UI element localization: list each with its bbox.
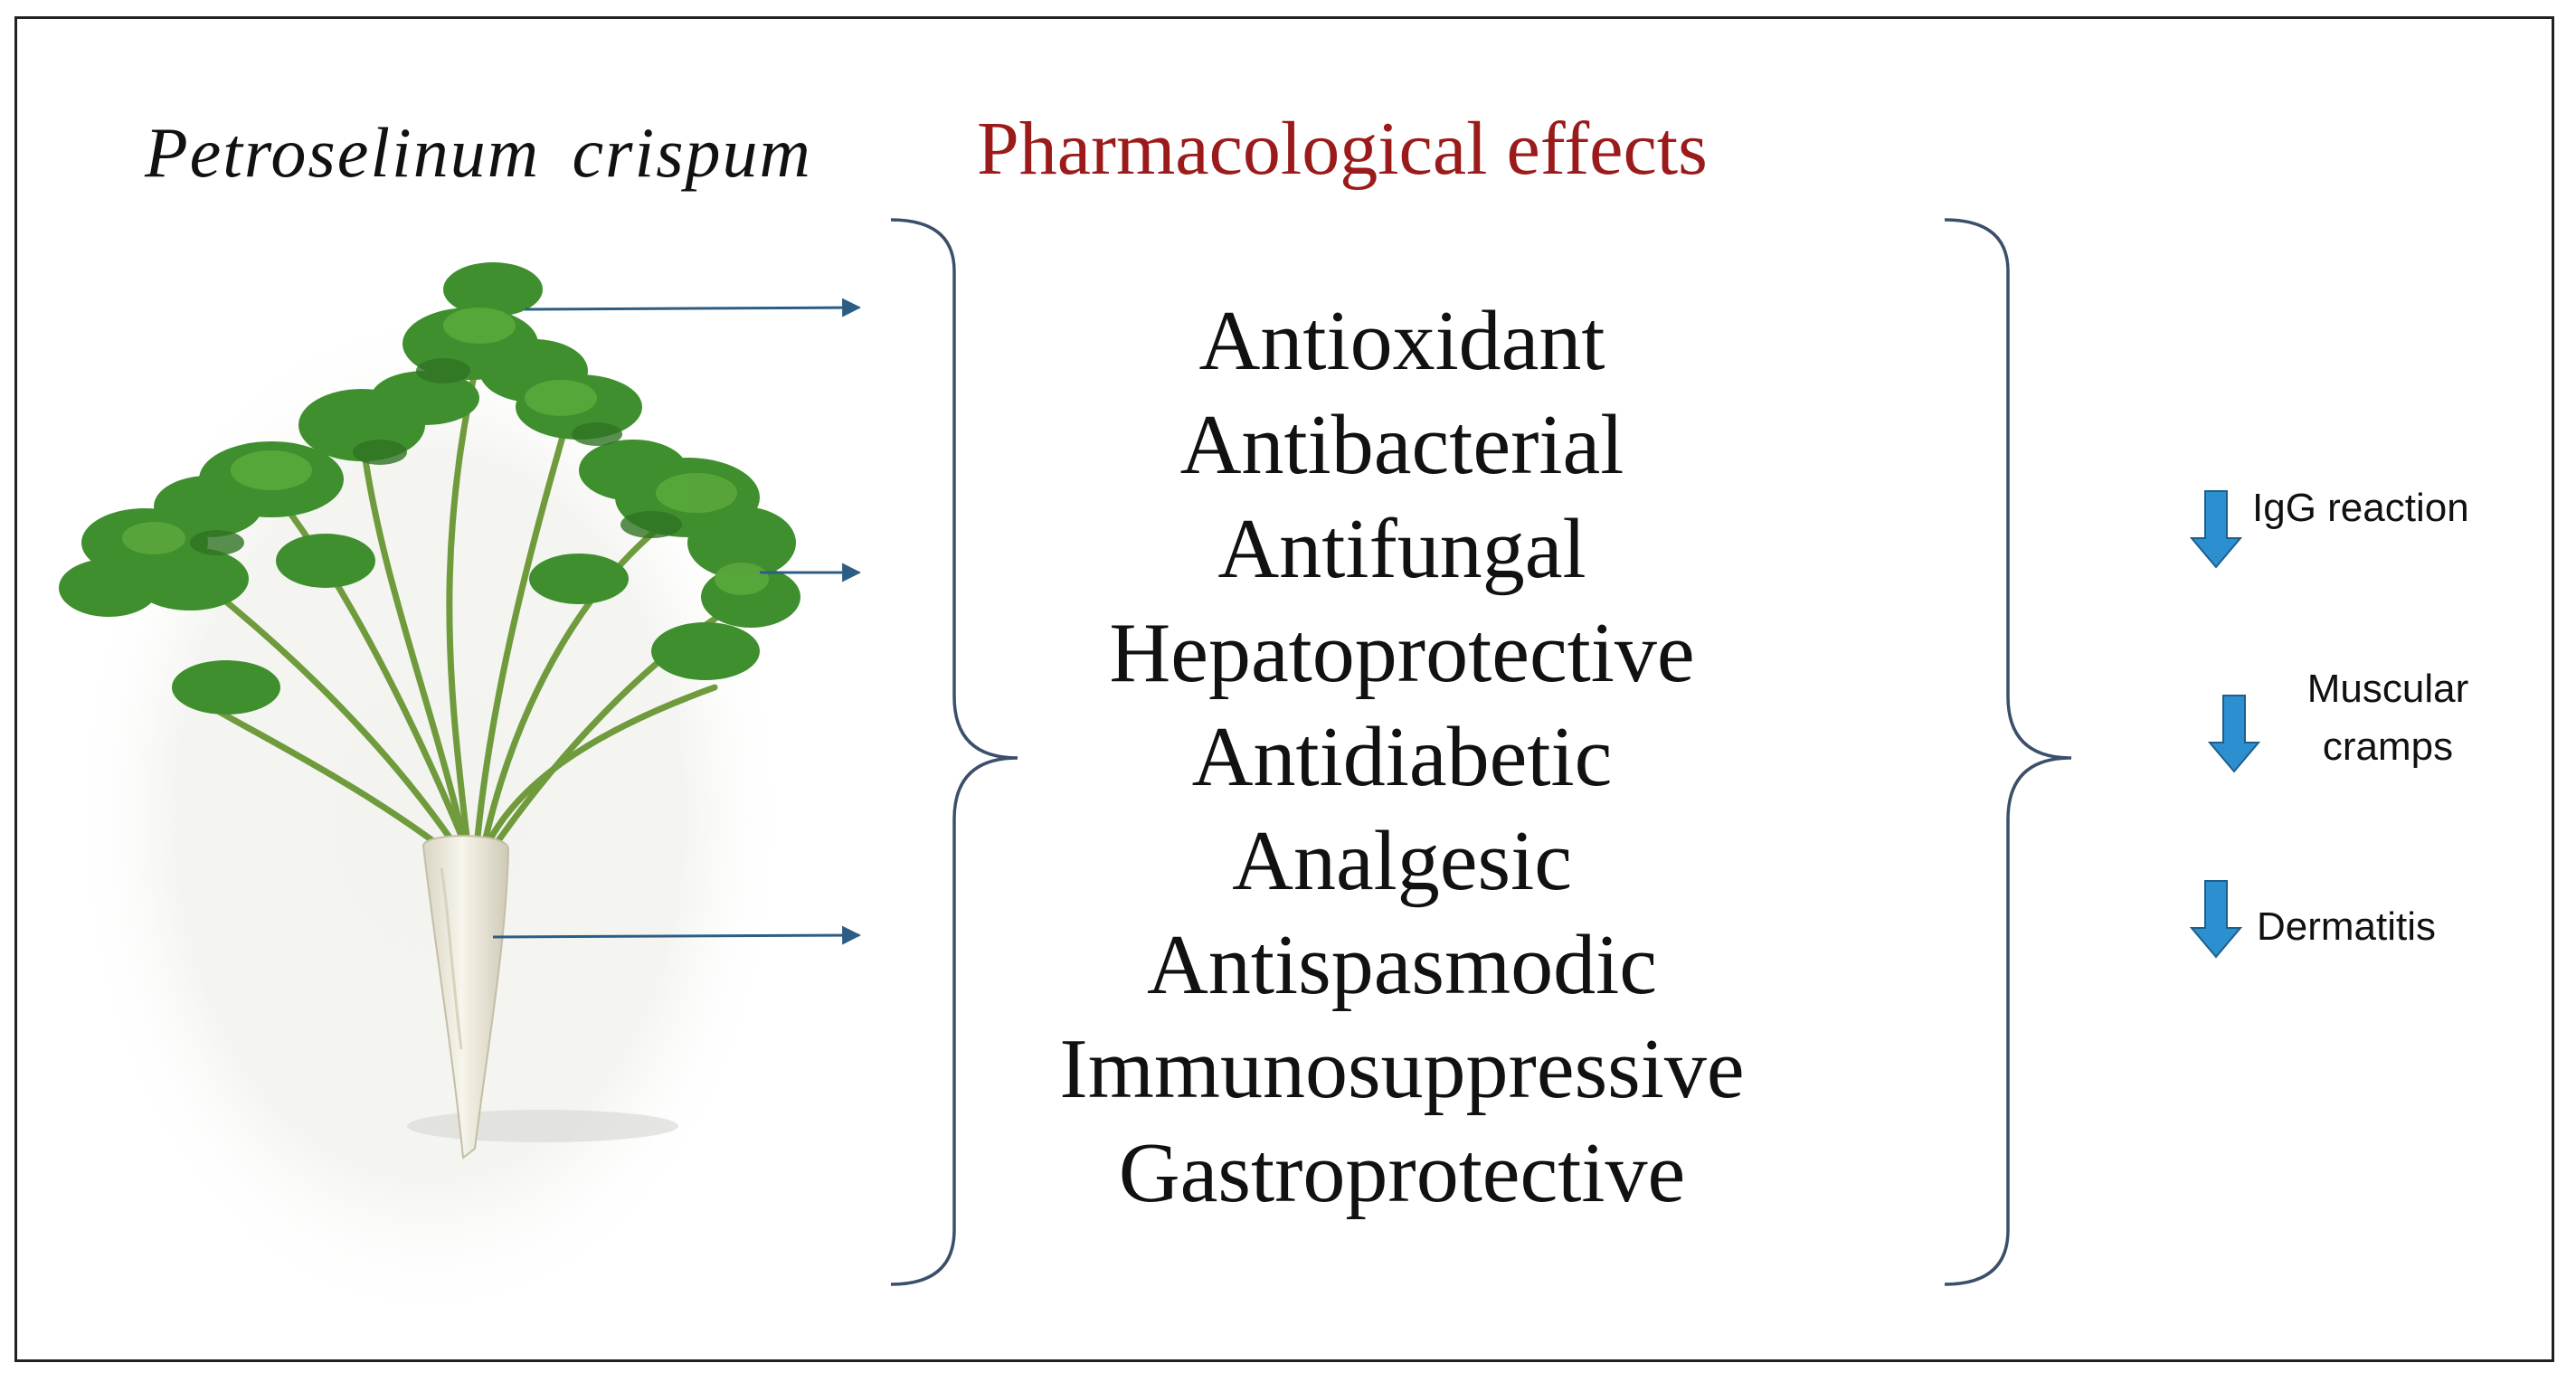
parsley-plant-illustration — [59, 262, 800, 1160]
effect-item: Antispasmodic — [1147, 918, 1657, 1012]
outcome-label: Muscular cramps — [2306, 667, 2469, 769]
effects-list: Antioxidant Antibacterial Antifungal Hep… — [950, 289, 1854, 1226]
outcome-dermatitis: Dermatitis — [2257, 898, 2436, 956]
effect-item: Immunosuppressive — [1059, 1022, 1745, 1116]
effect-item: Antioxidant — [1198, 294, 1605, 388]
species-name: Petroselinum crispum — [145, 113, 812, 192]
effects-heading: Pharmacological effects — [977, 107, 1708, 191]
plant-background-halo — [68, 280, 791, 1311]
effect-item: Analgesic — [1232, 814, 1572, 908]
outcome-label: IgG reaction — [2252, 486, 2469, 530]
right-brace — [1944, 218, 2072, 1286]
decrease-arrow-icon — [2189, 490, 2243, 569]
connector-leaves — [524, 298, 862, 317]
outcome-igg-reaction: IgG reaction — [2252, 479, 2469, 537]
left-brace — [890, 218, 1018, 1286]
connector-root — [492, 925, 862, 945]
decrease-arrow-icon — [2207, 695, 2261, 773]
effect-item: Gastroprotective — [1118, 1126, 1686, 1220]
outcome-label: Dermatitis — [2257, 904, 2437, 949]
effect-item: Hepatoprotective — [1109, 606, 1695, 700]
effect-item: Antidiabetic — [1191, 710, 1613, 804]
outcome-muscular-cramps: Muscular cramps — [2279, 660, 2496, 776]
effect-item: Antifungal — [1217, 502, 1586, 596]
effect-item: Antibacterial — [1179, 398, 1624, 492]
figure-frame — [14, 16, 2554, 1362]
decrease-arrow-icon — [2189, 880, 2243, 959]
